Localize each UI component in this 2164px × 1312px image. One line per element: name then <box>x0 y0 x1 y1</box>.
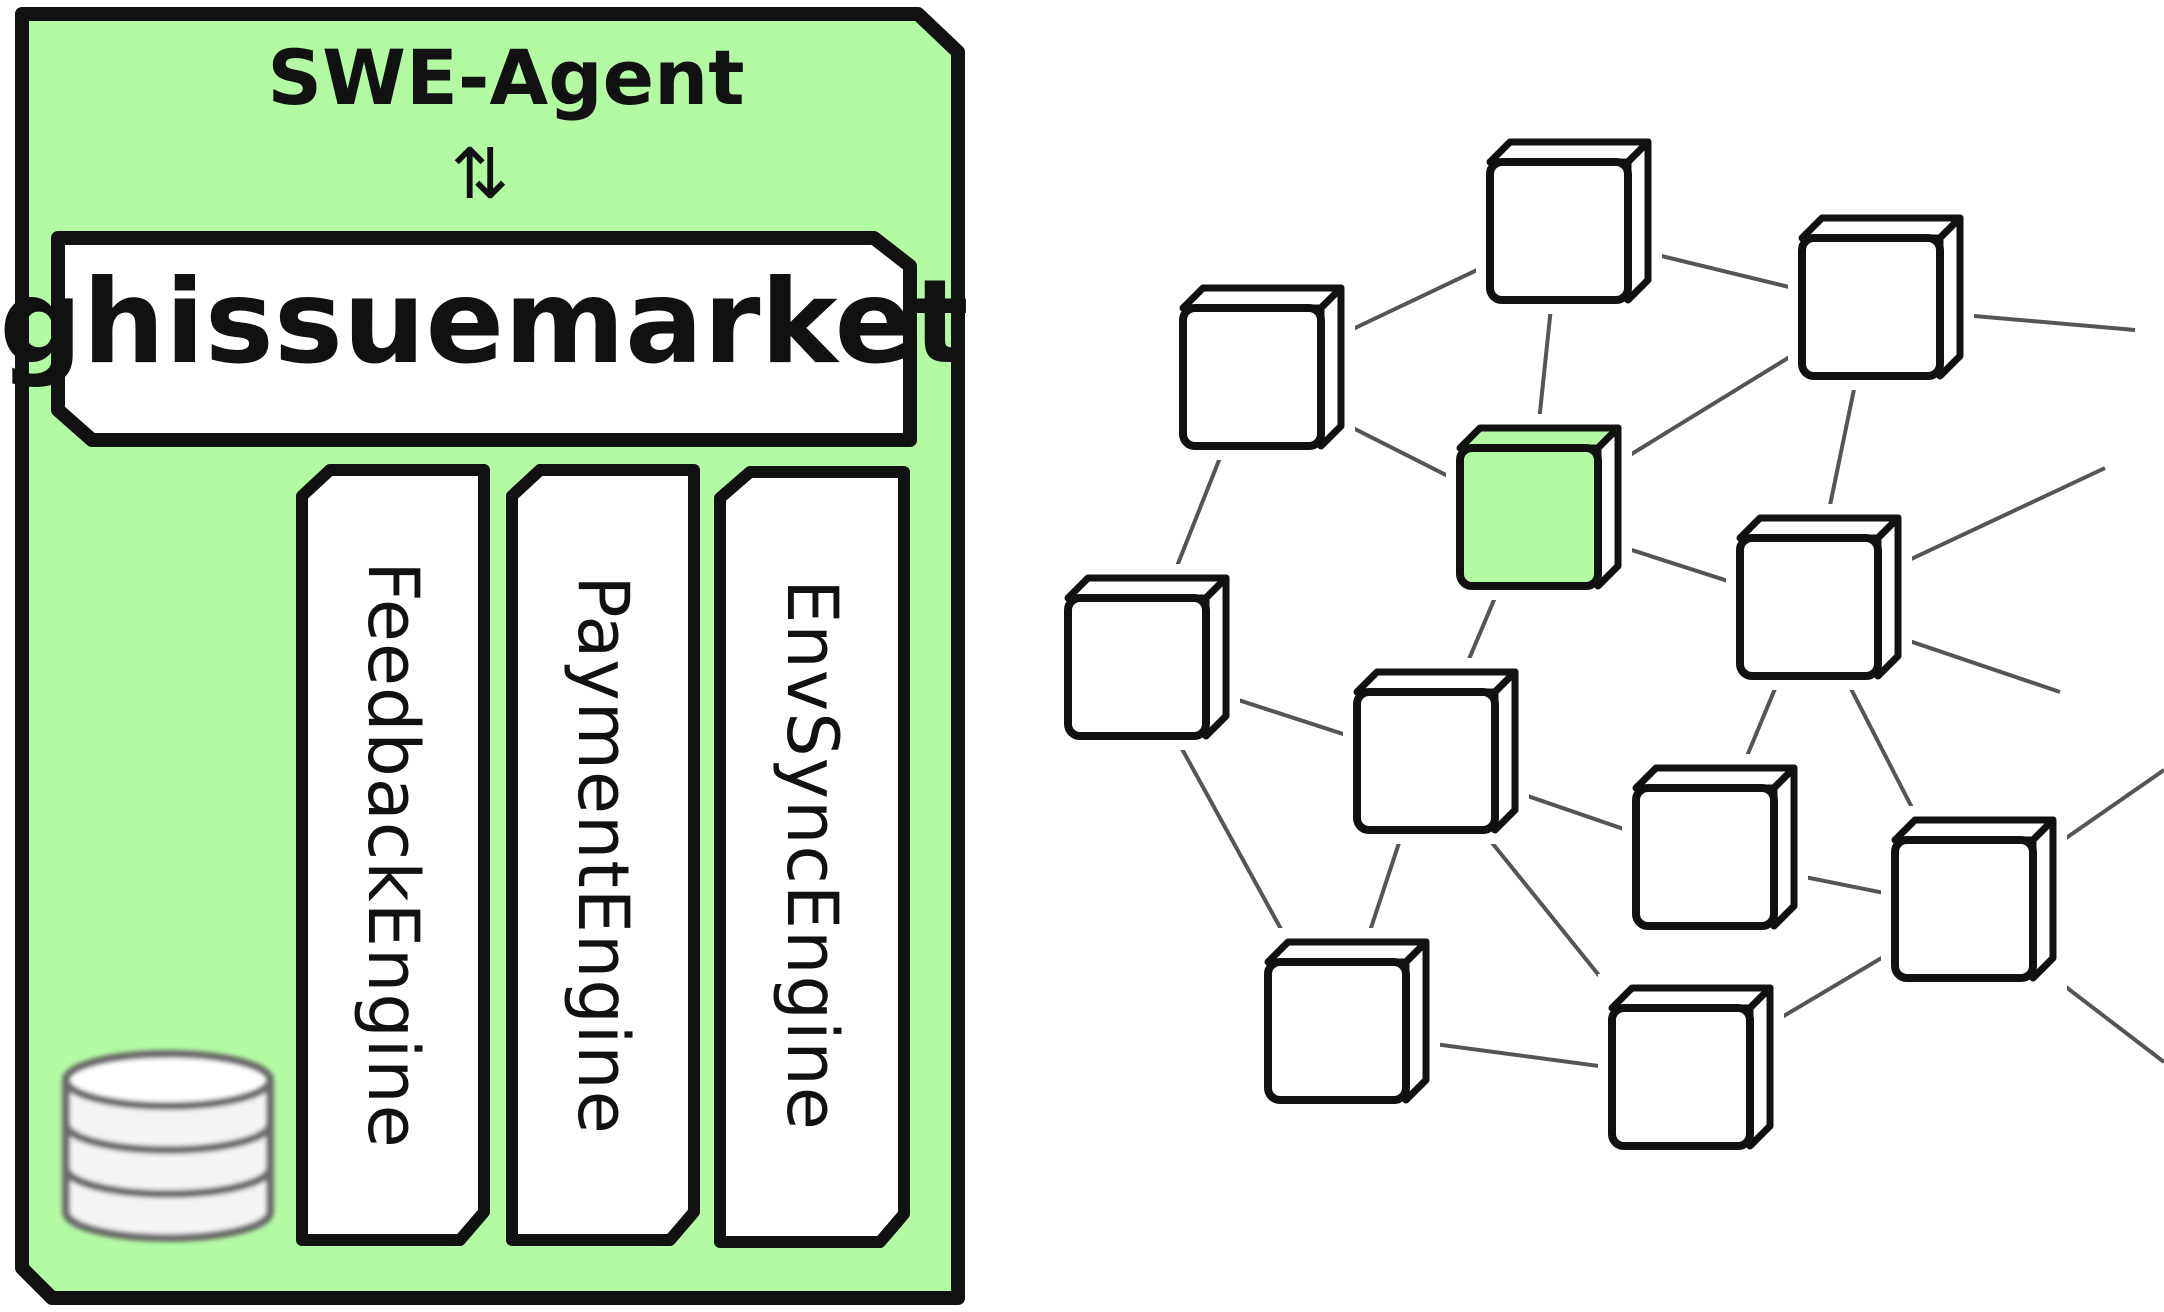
engine-envsync-box <box>714 466 910 1248</box>
engine-payment-label: PaymentEngine <box>562 575 644 1134</box>
network-node <box>1343 658 1529 844</box>
network-node <box>1254 928 1440 1114</box>
engine-envsync-label: EnvSyncEngine <box>771 579 853 1131</box>
engine-payment-box <box>506 464 700 1246</box>
network-node <box>1881 806 2067 992</box>
agent-panel: SWE-Agent ⇅ ghissuemarket FeedbackEngine… <box>0 7 969 1305</box>
engine-envsync: EnvSyncEngine <box>714 466 910 1248</box>
market-banner: ghissuemarket <box>0 231 969 447</box>
market-banner-label: ghissuemarket <box>0 255 969 390</box>
engine-feedback-label: FeedbackEngine <box>352 561 434 1148</box>
node-network <box>1054 128 2164 1160</box>
network-node <box>1054 564 1240 750</box>
agent-title: SWE-Agent <box>267 33 744 122</box>
engine-feedback: FeedbackEngine <box>296 464 490 1246</box>
network-node <box>1788 204 1974 390</box>
engine-feedback-box <box>296 464 490 1246</box>
network-node <box>1726 504 1912 690</box>
market-banner-box <box>51 231 917 447</box>
network-node <box>1622 754 1808 940</box>
network-node-highlighted <box>1446 414 1632 600</box>
exchange-arrows-icon: ⇅ <box>451 133 510 215</box>
engine-payment: PaymentEngine <box>506 464 700 1246</box>
network-nodes <box>1054 128 2067 1160</box>
network-node <box>1476 128 1662 314</box>
database-icon <box>62 1050 274 1242</box>
network-node <box>1598 974 1784 1160</box>
network-node <box>1169 274 1355 460</box>
